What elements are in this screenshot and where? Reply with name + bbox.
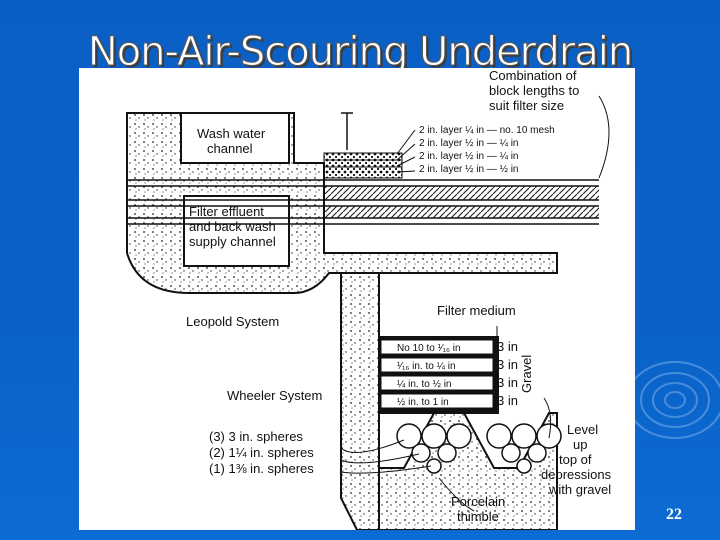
- page-number: 22: [666, 506, 682, 523]
- svg-text:3 in: 3 in: [497, 393, 518, 408]
- svg-text:Filter effluent: Filter effluent: [189, 204, 264, 219]
- svg-text:top of: top of: [559, 452, 592, 467]
- svg-text:Porcelain: Porcelain: [451, 494, 505, 509]
- wheeler-structure: [340, 272, 562, 530]
- spheres-labels: (3) 3 in. spheres (2) 1¼ in. spheres (1)…: [209, 429, 314, 476]
- svg-text:and back wash: and back wash: [189, 219, 276, 234]
- svg-text:3 in: 3 in: [497, 357, 518, 372]
- svg-text:supply channel: supply channel: [189, 234, 276, 249]
- gravel-depth-labels: 3 in 3 in 3 in 3 in: [497, 339, 518, 408]
- leopold-system-label: Leopold System: [186, 314, 279, 329]
- svg-text:Wash water: Wash water: [197, 126, 266, 141]
- wheeler-system-label: Wheeler System: [227, 388, 322, 403]
- svg-text:up: up: [573, 437, 587, 452]
- underdrain-diagram: Combination of block lengths to suit fil…: [79, 68, 635, 530]
- layer-labels: 2 in. layer ¼ in — no. 10 mesh 2 in. lay…: [419, 124, 555, 175]
- gravel-size-labels: No 10 to ¹⁄₁₆ in ¹⁄₁₆ in. to ¼ in ¼ in. …: [397, 343, 461, 408]
- svg-text:2 in. layer ½ in — ¼ in: 2 in. layer ½ in — ¼ in: [419, 150, 519, 162]
- svg-text:(3) 3 in. spheres: (3) 3 in. spheres: [209, 429, 303, 444]
- svg-text:thimble: thimble: [457, 509, 499, 524]
- svg-text:(1) 1⅜ in. spheres: (1) 1⅜ in. spheres: [209, 461, 314, 476]
- filter-medium-label: Filter medium: [437, 303, 516, 318]
- svg-text:suit filter size: suit filter size: [489, 98, 564, 113]
- gravel-label: Gravel: [519, 355, 534, 393]
- svg-text:¼ in. to ½ in: ¼ in. to ½ in: [397, 378, 451, 390]
- svg-text:3 in: 3 in: [497, 339, 518, 354]
- svg-text:with gravel: with gravel: [548, 482, 611, 497]
- svg-text:½ in. to 1 in: ½ in. to 1 in: [397, 397, 449, 408]
- svg-text:channel: channel: [207, 141, 253, 156]
- wash-water-channel-label: Wash water channel: [197, 126, 266, 156]
- svg-text:block lengths to: block lengths to: [489, 83, 579, 98]
- leopold-structure: [126, 95, 610, 294]
- svg-text:Level: Level: [567, 422, 598, 437]
- svg-text:Combination of: Combination of: [489, 68, 577, 83]
- svg-text:No 10 to ¹⁄₁₆ in: No 10 to ¹⁄₁₆ in: [397, 343, 461, 354]
- supply-channel-label: Filter effluent and back wash supply cha…: [189, 204, 276, 249]
- level-note: Level up top of depressions with gravel: [541, 422, 612, 497]
- svg-text:¹⁄₁₆ in. to ¼ in: ¹⁄₁₆ in. to ¼ in: [397, 360, 456, 372]
- slide-title: Non-Air-Scouring Underdrain: [87, 29, 634, 75]
- combination-note: Combination of block lengths to suit fil…: [489, 68, 579, 113]
- ripple-decoration: [626, 361, 720, 439]
- porcelain-thimble-label: Porcelain thimble: [451, 494, 505, 524]
- svg-text:2 in. layer ½ in — ¼ in: 2 in. layer ½ in — ¼ in: [419, 137, 519, 149]
- svg-text:2 in. layer ¼ in — no. 10 mesh: 2 in. layer ¼ in — no. 10 mesh: [419, 124, 555, 136]
- svg-text:(2) 1¼ in. spheres: (2) 1¼ in. spheres: [209, 445, 314, 460]
- svg-text:3 in: 3 in: [497, 375, 518, 390]
- svg-text:depressions: depressions: [541, 467, 612, 482]
- svg-text:2 in. layer ½ in — ½ in: 2 in. layer ½ in — ½ in: [419, 164, 519, 175]
